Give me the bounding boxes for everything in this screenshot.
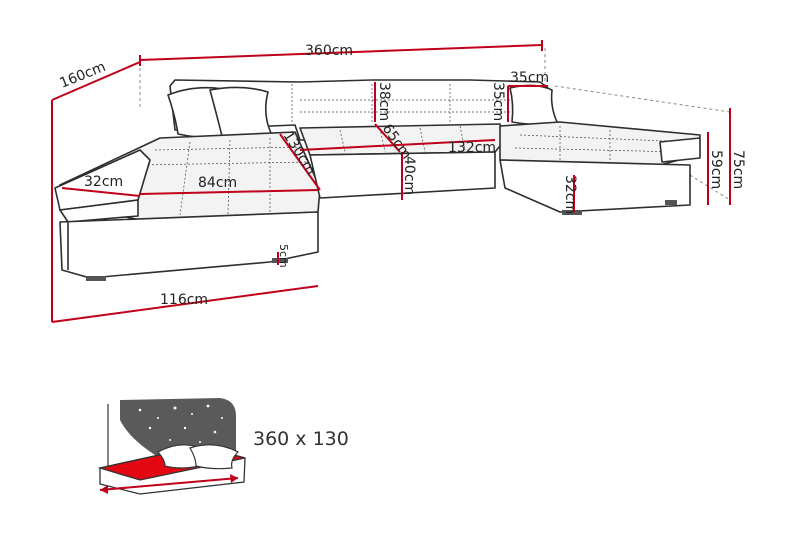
right-armrest [659, 137, 701, 163]
leg-left-1 [86, 276, 106, 281]
sleep-area-size: 360 x 130 [253, 428, 349, 450]
label-backrest-cushion: 38cm [376, 82, 392, 121]
label-sleeping-width: 84cm [198, 175, 237, 191]
sofa-illustration [54, 79, 701, 281]
label-leg-height: 5cm [277, 244, 290, 268]
label-total-height: 75cm [730, 150, 746, 189]
leg-right-1 [562, 210, 582, 215]
label-chaise-width: 132cm [448, 140, 496, 156]
night-sky-icon [120, 398, 236, 458]
label-total-width: 360cm [305, 43, 353, 59]
right-base [499, 159, 691, 213]
sleep-function-icon: 360 x 130 [97, 398, 349, 495]
pillow-chaise [509, 84, 559, 126]
label-arm-width: 32cm [84, 174, 123, 190]
label-chaise-length: 116cm [160, 292, 208, 308]
measure-lines [51, 40, 731, 323]
left-base [59, 211, 319, 279]
leg-left-2 [272, 258, 288, 263]
leg-right-2 [665, 200, 677, 205]
label-seat-height: 40cm [401, 156, 417, 195]
label-backrest-depth: 35cm [490, 82, 506, 121]
label-backrest-height: 59cm [708, 150, 724, 189]
label-armrest-depth: 35cm [510, 70, 549, 86]
label-side-base: 32cm [562, 175, 578, 214]
